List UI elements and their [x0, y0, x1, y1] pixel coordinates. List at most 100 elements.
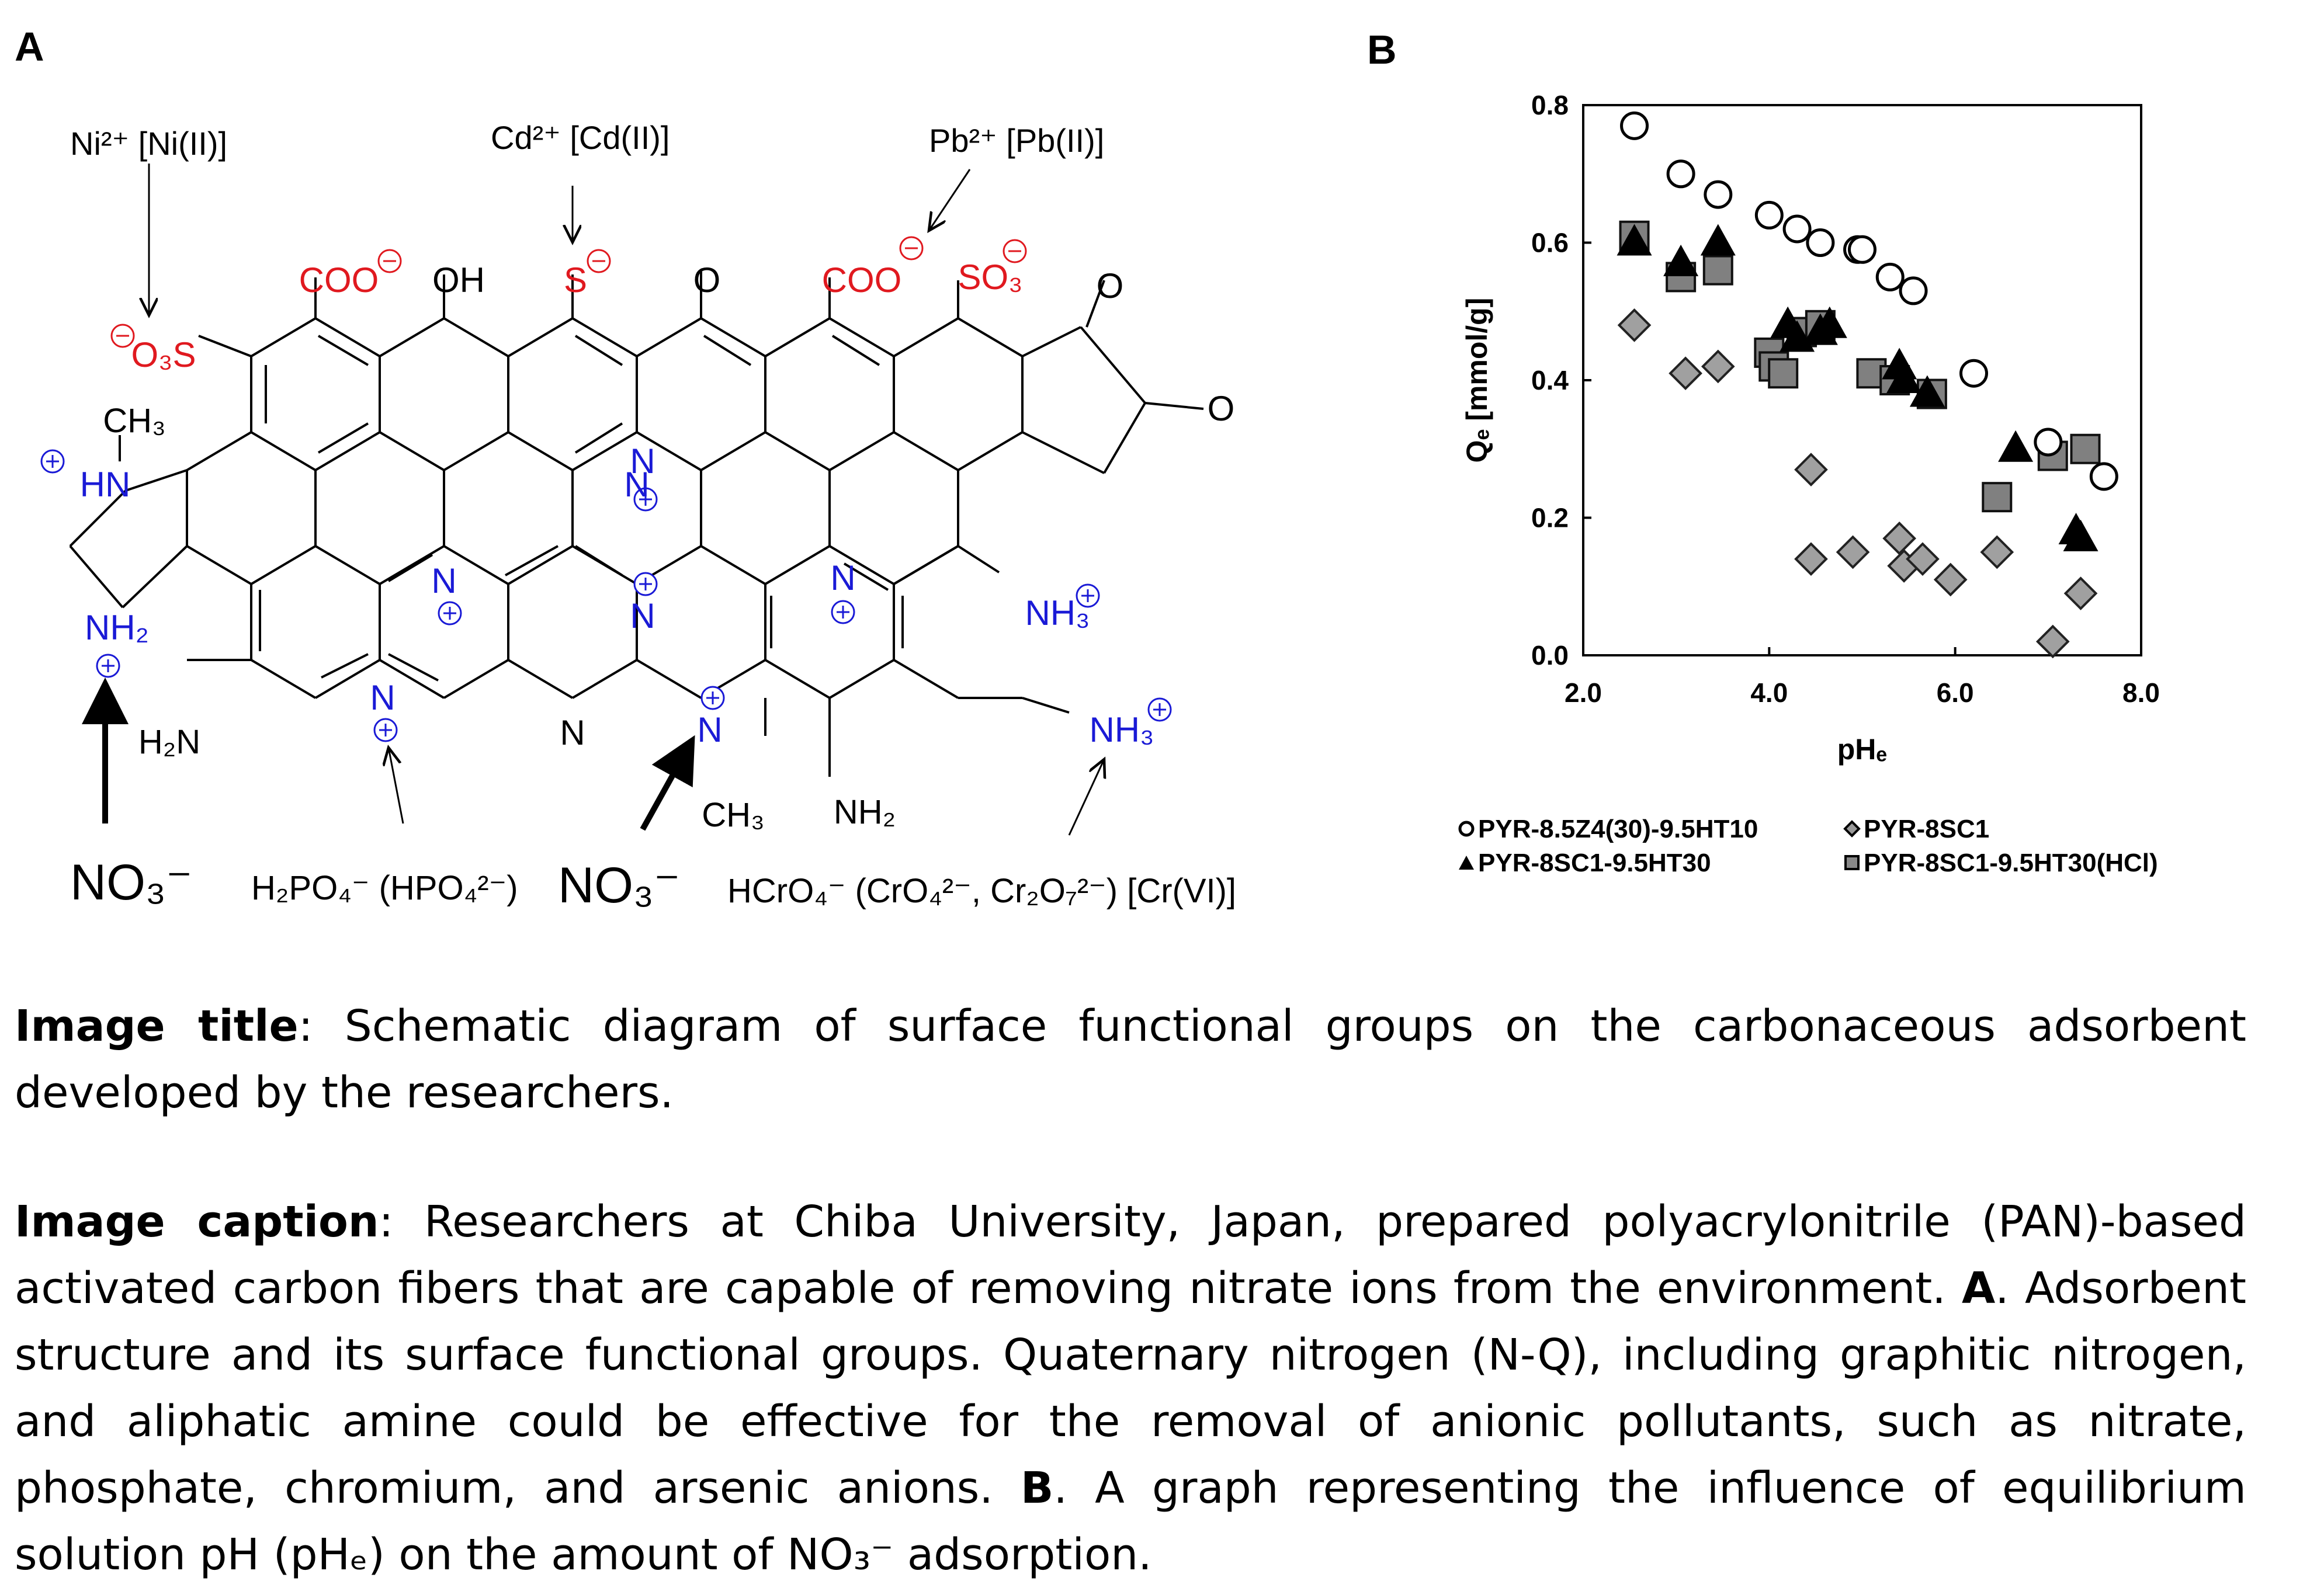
data-point-diamond	[1882, 521, 1916, 555]
plus-charge-icon	[1147, 697, 1172, 722]
bond	[893, 317, 959, 357]
bond	[443, 545, 509, 585]
data-point-triangle	[1812, 306, 1847, 338]
legend-item-pyr-8sc1-9-5ht30: PYR-8SC1-9.5HT30	[1455, 849, 1711, 878]
data-point-triangle	[2063, 519, 2098, 551]
methyl-label: CH₃	[103, 402, 165, 440]
data-point-diamond	[2035, 624, 2070, 659]
double-bond	[317, 422, 369, 454]
bond	[893, 545, 959, 585]
data-point-circle	[1848, 235, 1876, 264]
y-tick-label: 0.6	[1531, 228, 1569, 258]
double-bond	[317, 335, 369, 366]
bond	[507, 431, 574, 471]
data-point-circle	[1806, 228, 1835, 257]
arrow	[640, 735, 695, 831]
data-point-triangle	[1998, 430, 2034, 462]
bond	[636, 431, 702, 471]
data-point-circle	[1754, 200, 1784, 230]
bond	[314, 431, 381, 471]
bond	[69, 545, 124, 609]
quaternary-nitrogen-label: N	[630, 442, 655, 481]
y-tick-label: 0.4	[1531, 365, 1569, 395]
arrow	[929, 169, 971, 231]
bond	[1022, 431, 1105, 474]
data-point-diamond	[1701, 349, 1735, 384]
bond	[700, 317, 766, 357]
plus-charge-icon	[1076, 583, 1100, 608]
bond	[764, 545, 831, 585]
y-tick-label: 0.0	[1531, 640, 1569, 670]
plus-charge-icon	[373, 718, 398, 742]
image-title-text: : Schematic diagram of surface functiona…	[15, 1001, 2246, 1118]
image-title: Image title: Schematic diagram of surfac…	[15, 993, 2246, 1126]
plus-charge-icon	[700, 686, 725, 710]
bond	[636, 659, 702, 699]
data-point-diamond	[1980, 535, 2014, 569]
legend-label: PYR-8SC1-9.5HT30(HCl)	[1864, 849, 2158, 877]
data-point-square	[1982, 482, 2013, 513]
bond	[571, 317, 638, 357]
y-axis-label: Qₑ [mmol/g]	[1461, 298, 1493, 463]
bond	[198, 335, 252, 357]
data-point-diamond	[1794, 542, 1828, 576]
bond	[69, 489, 127, 547]
data-point-circle	[1704, 180, 1733, 209]
legend-item-pyr-8sc1: PYR-8SC1	[1840, 815, 1989, 844]
bond	[700, 545, 766, 585]
bond	[250, 431, 317, 471]
plus-charge-icon	[831, 600, 855, 624]
quaternary-nitrogen-label: N	[630, 596, 655, 635]
bond	[314, 659, 381, 699]
panel-a: A Ni²⁺ [Ni(II)]Cd²⁺ [Cd(II)]Pb²⁺ [Pb(II)…	[0, 0, 1314, 934]
data-point-square	[1702, 255, 1733, 286]
double-bond	[843, 562, 889, 591]
data-point-square	[2070, 433, 2101, 464]
bond	[1022, 326, 1081, 357]
bond	[122, 545, 188, 609]
x-axis-label: pHₑ	[1837, 733, 1887, 766]
image-caption-b: B	[1021, 1463, 1054, 1513]
carboxylate-label: COO	[822, 260, 902, 300]
ammonium-label: NH₃	[1089, 710, 1154, 749]
data-point-diamond	[1933, 562, 1968, 597]
double-bond	[388, 653, 439, 682]
methyl-label: CH₃	[702, 796, 764, 834]
adsorbent-structure-diagram: Ni²⁺ [Ni(II)]Cd²⁺ [Cd(II)]Pb²⁺ [Pb(II)]C…	[40, 119, 1236, 913]
bond	[828, 659, 895, 699]
double-bond-lines	[259, 335, 904, 682]
ni-label: Ni²⁺ [Ni(II)]	[70, 125, 227, 162]
legend-label: PYR-8.5Z4(30)-9.5HT10	[1478, 815, 1758, 843]
bond	[507, 659, 574, 699]
minus-charge-icon	[899, 236, 924, 260]
ketone-oxygen-label: O	[1097, 266, 1124, 305]
bond	[764, 317, 831, 357]
plus-charge-icon	[633, 487, 658, 512]
bond	[700, 431, 766, 471]
data-point-triangle	[1700, 224, 1736, 256]
cd-label: Cd²⁺ [Cd(II)]	[491, 119, 670, 156]
double-bond	[387, 554, 433, 582]
y-tick-label: 0.2	[1531, 503, 1569, 533]
annotation-arrows	[82, 164, 1104, 836]
bond	[957, 545, 1000, 574]
ketone-oxygen-label: O	[1208, 389, 1235, 428]
bond	[764, 431, 831, 471]
data-point-diamond	[1836, 535, 1870, 569]
bond	[828, 431, 895, 471]
data-point-circle	[2034, 428, 2063, 457]
data-point-circle	[1666, 159, 1695, 189]
thiolate-label: S	[564, 260, 587, 300]
data-point-triangle	[1663, 244, 1699, 276]
molecular-bonds	[69, 272, 1204, 777]
bond	[828, 545, 895, 585]
bond	[1144, 402, 1204, 410]
minus-charge-icon	[110, 324, 135, 348]
bond	[507, 545, 574, 585]
y-tick-label: 0.8	[1531, 90, 1569, 120]
bond	[250, 545, 317, 585]
double-bond	[831, 335, 880, 366]
bond	[125, 469, 188, 492]
quaternary-nitrogen-label: N	[830, 558, 855, 597]
bond	[828, 317, 895, 357]
